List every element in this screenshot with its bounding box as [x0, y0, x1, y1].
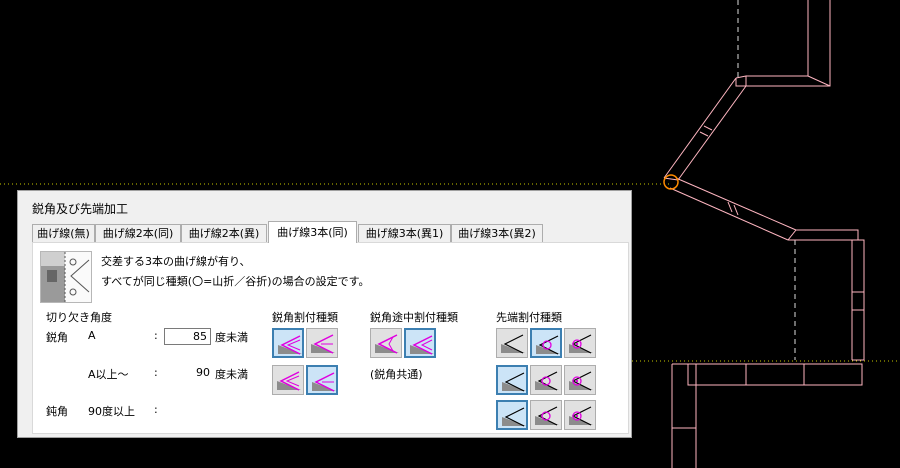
acute-common-note: (鋭角共通)	[370, 368, 423, 381]
obtuse-colon: :	[154, 403, 158, 416]
less-than-label-1: 度未満	[215, 331, 248, 344]
tip-split-r2-circle-button[interactable]	[530, 365, 562, 395]
a-colon: :	[154, 329, 158, 342]
description-line2: すべてが同じ種類(〇=山折／谷折)の場合の設定です。	[101, 275, 370, 288]
acute-split-title: 鋭角割付種類	[272, 311, 338, 324]
obtuse-value-label: 90度以上	[88, 405, 135, 418]
acute-mid-split-type1-button[interactable]	[370, 328, 402, 358]
bend-info-icon	[40, 251, 92, 303]
tab-bend-none[interactable]: 曲げ線(無)	[32, 224, 95, 242]
dialog-title: 鋭角及び先端加工	[32, 202, 129, 216]
acute-split-type1-button[interactable]	[272, 328, 304, 358]
tab-bend2-same[interactable]: 曲げ線2本(同)	[95, 224, 181, 242]
acute-label: 鋭角	[46, 331, 68, 344]
tip-split-r1-circle-button[interactable]	[530, 328, 562, 358]
description-line1: 交差する3本の曲げ線が有り、	[101, 255, 251, 268]
range-label: A以上～	[88, 368, 129, 381]
range-value: 90	[196, 366, 210, 379]
tip-split-r2-target-button[interactable]	[564, 365, 596, 395]
acute-split-type3-button[interactable]	[272, 365, 304, 395]
notch-angle-title: 切り欠き角度	[46, 311, 112, 324]
acute-mid-split-title: 鋭角途中割付種類	[370, 311, 458, 324]
less-than-label-2: 度未満	[215, 368, 248, 381]
tip-split-r1-plain-button[interactable]	[496, 328, 528, 358]
tip-split-r3-target-button[interactable]	[564, 400, 596, 430]
acute-tip-processing-dialog: 鋭角及び先端加工 曲げ線(無) 曲げ線2本(同) 曲げ線2本(異) 曲げ線3本(…	[17, 190, 632, 438]
tip-split-r1-target-button[interactable]	[564, 328, 596, 358]
tab-bend3-diff2[interactable]: 曲げ線3本(異2)	[451, 224, 543, 242]
tip-split-r3-circle-button[interactable]	[530, 400, 562, 430]
tip-split-r3-plain-button[interactable]	[496, 400, 528, 430]
range-colon: :	[154, 366, 158, 379]
acute-split-type2-button[interactable]	[306, 328, 338, 358]
acute-split-type4-button[interactable]	[306, 365, 338, 395]
tip-split-title: 先端割付種類	[496, 311, 562, 324]
selection-marker[interactable]	[663, 174, 679, 190]
obtuse-label: 鈍角	[46, 405, 68, 418]
tab-panel: 交差する3本の曲げ線が有り、 すべてが同じ種類(〇=山折／谷折)の場合の設定です…	[32, 242, 629, 434]
acute-mid-split-type2-button[interactable]	[404, 328, 436, 358]
tab-bend3-same[interactable]: 曲げ線3本(同)	[268, 221, 357, 243]
acute-angle-input[interactable]: 85	[164, 328, 211, 345]
tab-bend2-diff[interactable]: 曲げ線2本(異)	[181, 224, 267, 242]
tip-split-r2-plain-button[interactable]	[496, 365, 528, 395]
tab-bend3-diff1[interactable]: 曲げ線3本(異1)	[358, 224, 451, 242]
bent-part-outline	[663, 0, 865, 468]
a-label: A	[88, 329, 96, 342]
